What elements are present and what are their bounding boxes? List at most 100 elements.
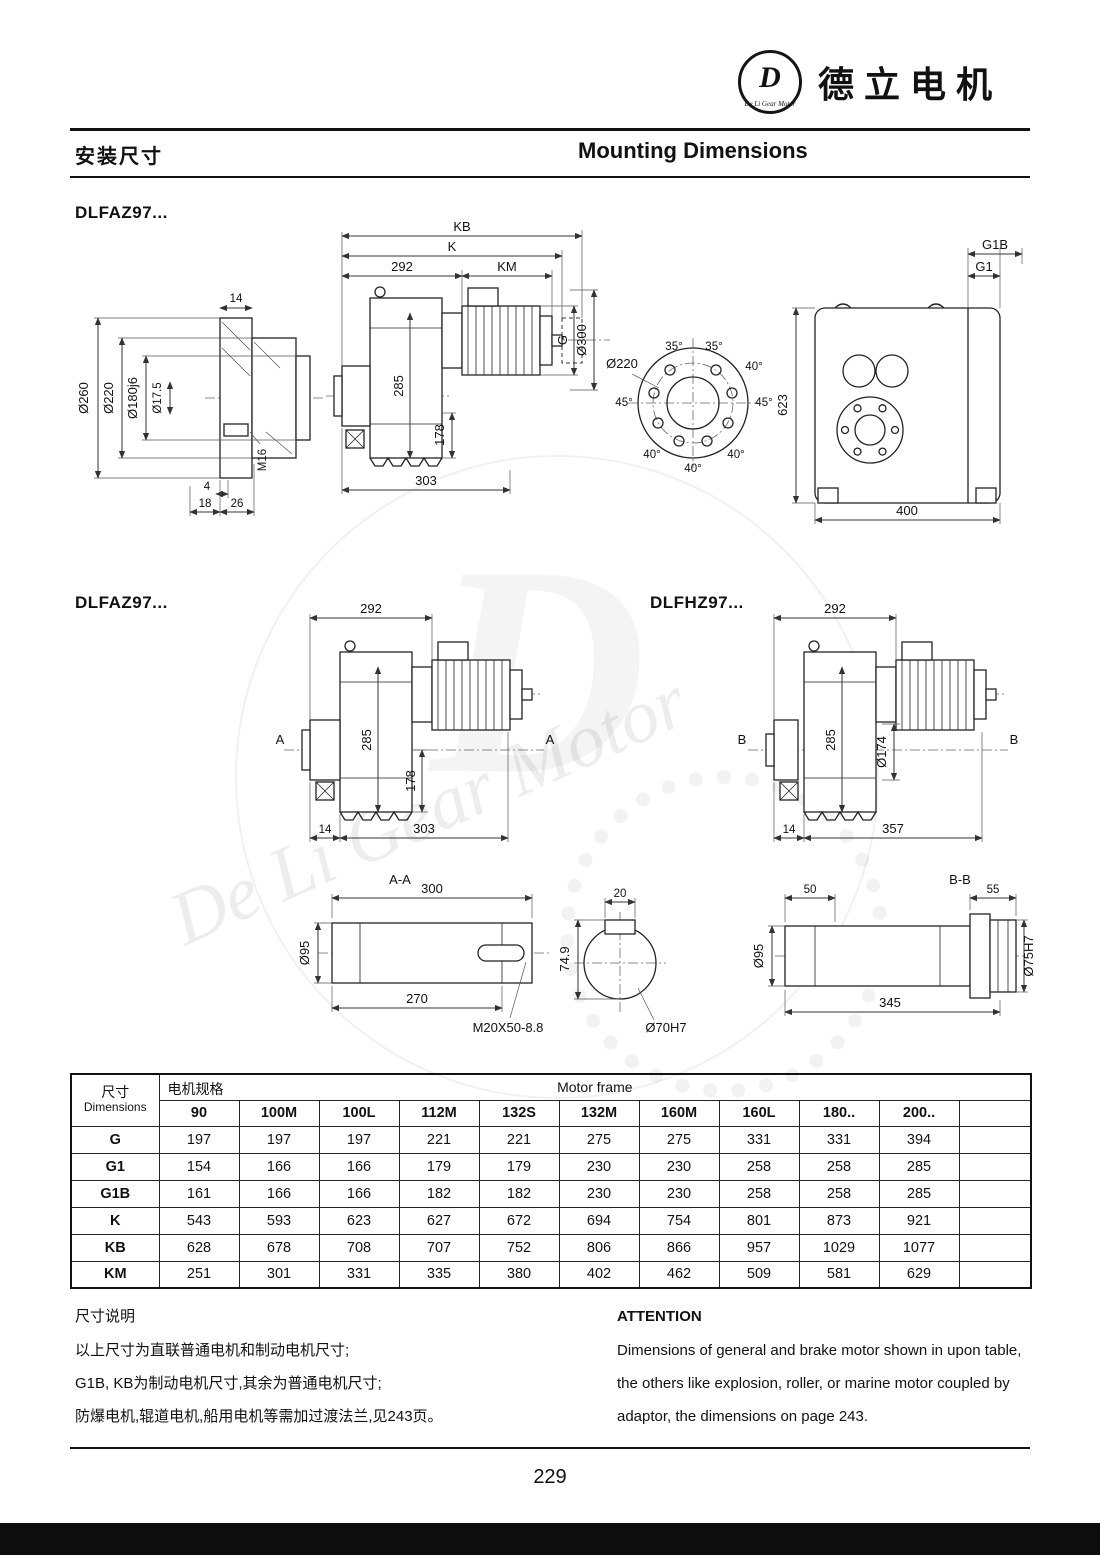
drawing-sections-aa-bb: 292 285 178 A A 14 303 <box>276 601 1018 842</box>
notes-cn-title: 尺寸说明 <box>75 1308 136 1325</box>
dimension-value: 335 <box>398 1260 480 1289</box>
column-header: 100L <box>318 1099 400 1127</box>
dim-label: 178 <box>403 770 418 792</box>
dimension-value: 285 <box>878 1152 960 1181</box>
dimension-value: 166 <box>318 1179 400 1208</box>
column-header: 160M <box>638 1099 720 1127</box>
column-header: 112M <box>398 1099 480 1127</box>
thread-label: M20X50-8.8 <box>473 1020 544 1035</box>
bolt-circle-view: Ø220 35° 35° 40° 45° 45° 40° 40° 40° <box>606 338 773 475</box>
dimension-value: 754 <box>638 1206 720 1235</box>
column-header: 200.. <box>878 1099 960 1127</box>
dimension-value: 331 <box>318 1260 400 1289</box>
dim-label: 285 <box>823 729 838 751</box>
dimension-value: 921 <box>878 1206 960 1235</box>
dimension-value: 629 <box>878 1260 960 1289</box>
side-view-dlfaz97: KB K 292 KM G Ø300 285 178 303 <box>326 219 610 494</box>
dimension-value: 221 <box>478 1125 560 1154</box>
footer-rule <box>70 1447 1030 1449</box>
dimension-value: 628 <box>158 1233 240 1262</box>
motor-frame-header: 电机规格 Motor frame <box>158 1073 1032 1101</box>
note-line: G1B, KB为制动电机尺寸,其余为普通电机尺寸; <box>75 1375 382 1392</box>
dimension-value: 694 <box>558 1206 640 1235</box>
column-header: 132S <box>478 1099 560 1127</box>
dimension-value: 258 <box>718 1152 800 1181</box>
dim-label: 345 <box>879 995 901 1010</box>
dim-label: 303 <box>413 821 435 836</box>
dim-label: 357 <box>882 821 904 836</box>
dim-label: 55 <box>987 884 1000 896</box>
dim-label: 4 <box>204 481 211 493</box>
dim-label: M16 <box>257 449 269 471</box>
dimension-value: 166 <box>238 1179 320 1208</box>
dim-label: Ø70H7 <box>645 1020 686 1035</box>
section-title-bb: B-B <box>949 872 971 887</box>
side-view-dlfhz97-bb: 292 285 Ø174 B B 14 357 <box>738 601 1018 842</box>
dimension-value: 182 <box>398 1179 480 1208</box>
dim-label: Ø300 <box>574 324 589 356</box>
dimension-value: 1029 <box>798 1233 880 1262</box>
empty-cell <box>958 1260 1032 1289</box>
page-title-cn: 安装尺寸 <box>75 146 163 168</box>
dim-label: Ø95 <box>751 944 766 969</box>
dimension-value: 627 <box>398 1206 480 1235</box>
dim-label: 26 <box>231 498 244 510</box>
corner-header: 尺寸 Dimensions <box>70 1073 160 1127</box>
notes-cn-block: 尺寸说明 以上尺寸为直联普通电机和制动电机尺寸;G1B, KB为制动电机尺寸,其… <box>75 1300 545 1433</box>
dimension-value: 275 <box>638 1125 720 1154</box>
dim-label: Ø220 <box>101 382 116 414</box>
dimension-value: 509 <box>718 1260 800 1289</box>
empty-cell <box>958 1152 1032 1181</box>
dimension-value: 197 <box>318 1125 400 1154</box>
dim-label: Ø75H7 <box>1021 935 1036 976</box>
notes-en-lines: Dimensions of general and brake motor sh… <box>617 1334 1037 1433</box>
flange-section-view: Ø260 Ø220 Ø180j6 Ø17.5 14 M16 4 18 <box>76 293 325 516</box>
drawing-dlfaz97-top: Ø260 Ø220 Ø180j6 Ø17.5 14 M16 4 18 <box>76 219 1023 524</box>
dim-label: KM <box>497 259 517 274</box>
angle-label: 40° <box>643 449 660 461</box>
angle-label: 35° <box>665 341 682 353</box>
dimension-value: 380 <box>478 1260 560 1289</box>
notes-en-title: ATTENTION <box>617 1308 702 1325</box>
motor-frame-header-cn: 电机规格 <box>167 1081 224 1097</box>
dim-label: 14 <box>230 293 243 305</box>
dimension-value: 258 <box>798 1179 880 1208</box>
dimension-value: 866 <box>638 1233 720 1262</box>
dimension-value: 251 <box>158 1260 240 1289</box>
angle-label: 40° <box>727 449 744 461</box>
angle-label: 40° <box>745 361 762 373</box>
dimension-value: 593 <box>238 1206 320 1235</box>
section-mark-a: A <box>546 732 555 747</box>
dim-label: 20 <box>614 888 627 900</box>
dim-label: 74.9 <box>557 946 572 971</box>
dim-label: 292 <box>360 601 382 616</box>
dim-label: 178 <box>432 424 447 446</box>
dim-label: 300 <box>421 881 443 896</box>
dim-label: Ø220 <box>606 356 638 371</box>
dimension-value: 806 <box>558 1233 640 1262</box>
empty-cell <box>958 1179 1032 1208</box>
row-label: G1B <box>70 1179 160 1208</box>
row-label: K <box>70 1206 160 1235</box>
row-label: G <box>70 1125 160 1154</box>
drawing-shaft-sections: A-A 300 Ø95 270 M20X50-8.8 <box>297 872 1036 1035</box>
brand-name: 德立电机 <box>818 64 1003 106</box>
notes-en-block: ATTENTION Dimensions of general and brak… <box>617 1300 1037 1433</box>
dimension-value: 221 <box>398 1125 480 1154</box>
dimension-value: 154 <box>158 1152 240 1181</box>
footer-bar <box>0 1523 1100 1555</box>
dim-label: Ø95 <box>297 941 312 966</box>
dimension-value: 258 <box>798 1152 880 1181</box>
dimension-value: 801 <box>718 1206 800 1235</box>
notes-cn-lines: 以上尺寸为直联普通电机和制动电机尺寸;G1B, KB为制动电机尺寸,其余为普通电… <box>75 1334 545 1433</box>
dimension-value: 678 <box>238 1233 320 1262</box>
angle-label: 35° <box>705 341 722 353</box>
note-line: Dimensions of general and brake motor sh… <box>617 1342 1022 1359</box>
shaft-section-bb: B-B 50 55 Ø95 345 <box>751 872 1036 1016</box>
dimension-value: 179 <box>398 1152 480 1181</box>
row-label: KM <box>70 1260 160 1289</box>
